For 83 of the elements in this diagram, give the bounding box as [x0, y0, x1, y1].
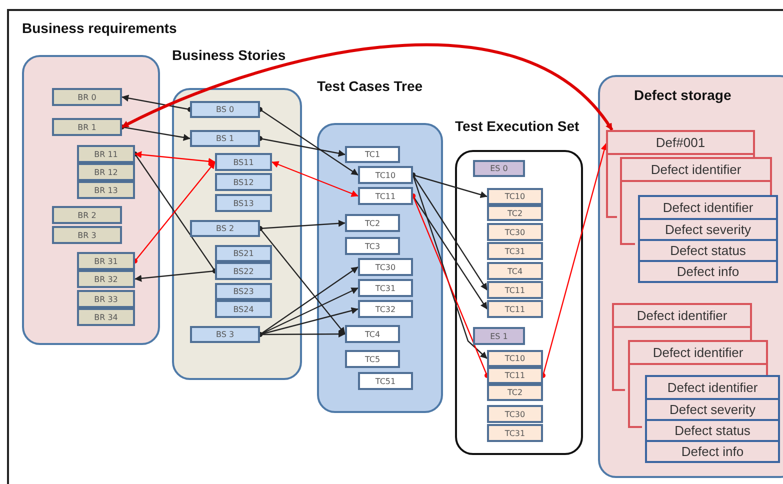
story-box: BS 1 [190, 130, 260, 147]
story-box: BS 0 [190, 101, 260, 118]
story-box: BS21 [215, 245, 272, 262]
defect-field: Defect identifier [614, 305, 750, 326]
requirement-box: BR 13 [77, 181, 135, 199]
defect-record-card-top [620, 157, 772, 195]
execution-set-box: ES 1 [473, 327, 525, 345]
defect-field: Defect status [647, 419, 778, 440]
test-case-box: TC4 [487, 262, 543, 280]
test-case-box: TC11 [487, 300, 543, 318]
test-case-box: TC31 [487, 424, 543, 442]
defect-record-card [638, 195, 778, 283]
arrow [258, 330, 346, 338]
test-case-box: TC10 [487, 350, 543, 367]
test-case-box: TC31 [487, 242, 543, 260]
defect-field: Defect status [640, 239, 776, 260]
test-case-box: TC30 [487, 405, 543, 423]
test-case-box: TC30 [487, 223, 543, 241]
defect-record-card-top [612, 303, 752, 340]
requirement-box: BR 12 [77, 163, 135, 181]
arrow [132, 162, 216, 264]
test-case-box: TC10 [358, 166, 413, 184]
arrow [258, 107, 358, 176]
requirement-box: BR 11 [77, 145, 135, 163]
story-box: BS12 [215, 173, 272, 191]
story-box: BS24 [215, 300, 272, 318]
defect-field: Defect identifier [630, 342, 766, 363]
test-case-box: TC4 [345, 325, 400, 343]
arrow [120, 124, 190, 141]
test-case-box: TC11 [358, 187, 413, 205]
defect-field: Def#001 [608, 132, 753, 153]
test-case-box: TC2 [487, 384, 543, 401]
test-case-box: TC2 [345, 214, 400, 232]
arrow [410, 172, 488, 359]
test-case-box: TC2 [487, 205, 543, 221]
test-case-box: TC51 [358, 372, 413, 390]
requirement-box: BR 1 [52, 118, 122, 136]
story-box: BS23 [215, 283, 272, 300]
requirement-box: BR 31 [77, 252, 135, 270]
test-case-box: TC30 [358, 258, 413, 276]
defect-record-card-top [606, 130, 755, 157]
story-box: BS 3 [190, 326, 260, 343]
test-case-box: TC11 [487, 281, 543, 299]
defect-field: Defect severity [640, 218, 776, 239]
defect-field: Defect severity [647, 398, 778, 419]
requirement-box: BR 2 [52, 206, 122, 224]
panel-heading: Business Stories [172, 47, 286, 63]
story-box: BS13 [215, 194, 272, 212]
test-case-box: TC3 [345, 237, 400, 255]
defect-field: Defect identifier [622, 159, 770, 180]
requirement-box: BR 33 [77, 290, 135, 308]
arrow [258, 226, 346, 334]
arrow [272, 161, 358, 197]
arrow [122, 94, 192, 112]
arrow [258, 136, 346, 157]
test-case-box: TC5 [345, 350, 400, 368]
test-case-box: TC32 [358, 300, 413, 318]
requirement-box: BR 34 [77, 308, 135, 326]
defect-field: Defect info [640, 260, 776, 281]
test-case-box: TC10 [487, 188, 543, 205]
defect-field: Defect identifier [647, 377, 778, 398]
arrow [134, 268, 218, 282]
story-box: BS22 [215, 262, 272, 280]
arrow [134, 151, 216, 165]
requirement-box: BR 3 [52, 226, 122, 244]
test-case-box: TC31 [358, 279, 413, 297]
arrow [540, 143, 608, 378]
defect-field: Defect info [647, 440, 778, 461]
defect-field: Defect identifier [640, 197, 776, 218]
test-case-box: TC11 [487, 367, 543, 384]
panel-heading: Defect storage [634, 87, 732, 103]
arrow [121, 43, 614, 131]
execution-set-box: ES 0 [473, 160, 525, 177]
requirement-box: BR 32 [77, 270, 135, 288]
test-case-box: TC1 [345, 146, 400, 163]
defect-record-card-top [628, 340, 768, 375]
story-box: BS 2 [190, 220, 260, 237]
panel-heading: Test Cases Tree [317, 78, 423, 94]
panel-heading: Test Execution Set [455, 118, 580, 134]
requirement-box: BR 0 [52, 88, 122, 106]
story-box: BS11 [215, 153, 272, 171]
defect-record-card [645, 375, 780, 463]
panel-heading: Business requirements [22, 20, 177, 36]
